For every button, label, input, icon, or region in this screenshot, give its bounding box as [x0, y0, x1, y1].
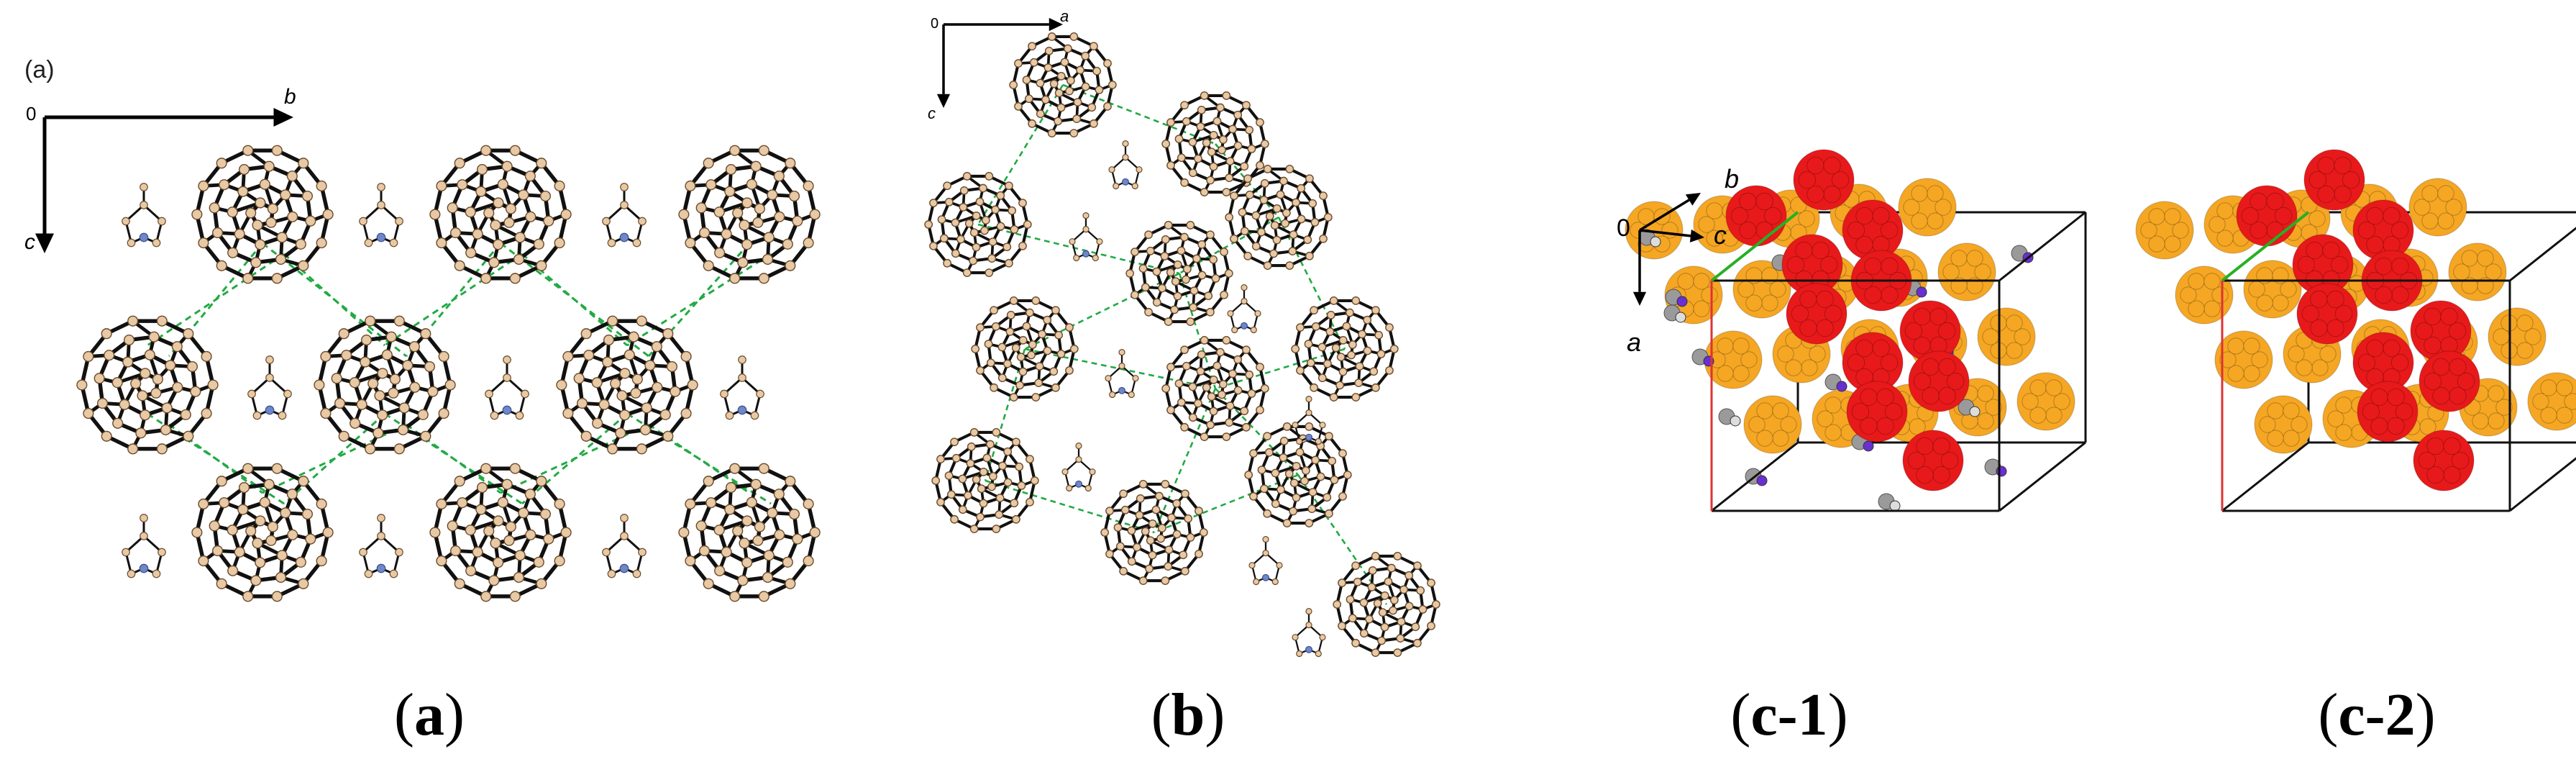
panel-c1-axis-c-label: c: [1714, 220, 1727, 250]
panel-a: (a) 0 b c: [0, 0, 849, 669]
panel-b-structure: [924, 17, 1440, 658]
panel-a-hbond-5b: [168, 423, 263, 494]
panel-c1-axis-a-label: a: [1627, 327, 1642, 357]
panel-c2-cell-b-edge: [2221, 211, 2310, 282]
panel-b-hbond-5: [1024, 272, 1180, 350]
panel-b-solvent-6: [1248, 536, 1283, 586]
panel-b-hbond-13: [1154, 473, 1299, 534]
panel-b-axis-a-label: a: [1060, 7, 1069, 25]
panel-a-fullerene-5: [556, 315, 698, 455]
panel-a-solvent-6: [122, 514, 166, 578]
panel-b-solvent-4: [1292, 396, 1326, 445]
caption-c1: (c-1): [1730, 681, 1848, 748]
panel-b-solvent-5: [1061, 442, 1096, 492]
panel-b-hbond-15: [985, 479, 1155, 534]
panel-a-axis-b-label: b: [284, 85, 296, 109]
panel-a-solvent-2: [602, 183, 647, 248]
panel-a-fullerene-1: [429, 145, 572, 284]
caption-a: (a): [394, 681, 465, 748]
panel-c1-axis-c-arrow: [1639, 229, 1704, 242]
panel-a-axis-b-arrow: [45, 108, 293, 127]
panel-a-fullerene-4: [314, 315, 456, 455]
panel-c2-orange-layer: [2135, 178, 2576, 454]
panel-b-hbond-11: [1215, 388, 1299, 476]
panel-b-axis-c-label: c: [928, 104, 936, 122]
panel-a-fullerene-7: [429, 463, 572, 602]
caption-b: (b): [1151, 681, 1225, 748]
panel-b-fullerene-4: [1125, 221, 1233, 326]
panel-c1-axis-b-label: b: [1725, 164, 1740, 194]
panel-b-origin: 0: [931, 16, 939, 32]
panel-c1-axis-a-arrow: [1632, 230, 1647, 306]
panel-a-hbond-4b: [626, 253, 772, 347]
panel-a-hbond-9b: [648, 423, 750, 494]
panel-b-fullerene-0: [1009, 32, 1117, 137]
panel-a-fullerene-8: [678, 463, 821, 602]
panel-a-solvent-7: [359, 514, 403, 578]
panel-b-axis-c-arrow: [936, 24, 951, 108]
panel-a-solvent-3: [247, 355, 292, 420]
panel-c1-axis-b-arrow: [1639, 193, 1701, 232]
panel-b-fullerene-10: [1100, 480, 1208, 585]
panel-b-fullerene-3: [1225, 165, 1333, 270]
panel-b-solvent-3: [1105, 349, 1139, 399]
panel-b: 0 a c: [906, 0, 1481, 669]
panel-c1-cell-b-edge: [1710, 211, 1799, 282]
panel-b-solvent-2: [1227, 284, 1261, 334]
panel-a-hbond-7b: [406, 423, 501, 494]
panel-c2-packing: [2135, 149, 2576, 512]
panel-b-fullerene-11: [1333, 552, 1440, 657]
panel-a-hbond-2b: [384, 253, 523, 347]
panel-b-fullerene-6: [1291, 296, 1399, 401]
panel-a-hbond-6b: [262, 423, 407, 494]
panel-b-hbond-12: [1153, 388, 1217, 533]
panel-a-hbond-8b: [500, 423, 649, 494]
panel-b-hbond-9: [1215, 348, 1346, 390]
panel-a-origin: 0: [26, 103, 37, 124]
panel-a-hbond-0b: [147, 253, 285, 347]
panel-c2: [2114, 0, 2576, 669]
panel-b-hbond-0: [1062, 83, 1216, 145]
panel-a-solvent-8: [602, 514, 647, 578]
panel-a-solvent-4: [485, 355, 529, 420]
panel-a-fullerene-0: [191, 145, 334, 284]
panel-a-solvent-1: [359, 183, 403, 248]
panel-b-fullerene-2: [924, 172, 1032, 277]
panel-b-fullerene-1: [1161, 91, 1269, 196]
panel-a-fullerene-3: [76, 315, 219, 455]
panel-c1-origin: 0: [1617, 214, 1630, 242]
panel-a-solvent-5: [720, 355, 764, 420]
panel-b-hbond-10: [984, 348, 1026, 481]
panel-a-axis-c-arrow: [35, 117, 54, 253]
panel-c1: 0 b c a: [1597, 0, 2114, 669]
panel-a-solvent-0: [122, 183, 166, 248]
panel-b-fullerene-7: [1161, 336, 1269, 441]
panel-b-solvent-7: [1292, 608, 1326, 658]
panel-b-axis-a-arrow: [944, 17, 1063, 32]
panel-a-fullerene-6: [191, 463, 334, 602]
panel-b-hbond-8: [1024, 348, 1216, 390]
panel-b-fullerene-8: [931, 428, 1039, 533]
panel-c1-packing: [1625, 149, 2087, 512]
panel-c2-red-chain: [2236, 149, 2480, 491]
panel-b-hbond-1: [977, 84, 1064, 225]
panel-b-fullerene-9: [1244, 422, 1352, 527]
panel-a-fullerene-2: [678, 145, 821, 284]
panel-b-solvent-0: [1108, 140, 1143, 190]
panel-b-hbond-2: [1215, 143, 1279, 218]
caption-c2: (c-2): [2318, 681, 2436, 748]
panel-b-fullerene-5: [971, 296, 1079, 401]
panel-b-hbond-6: [1277, 217, 1346, 350]
panel-a-subtag: (a): [24, 56, 55, 83]
panel-b-solvent-1: [1069, 212, 1103, 262]
panel-a-structure: [35, 108, 821, 602]
panel-a-axis-c-label: c: [24, 230, 35, 254]
